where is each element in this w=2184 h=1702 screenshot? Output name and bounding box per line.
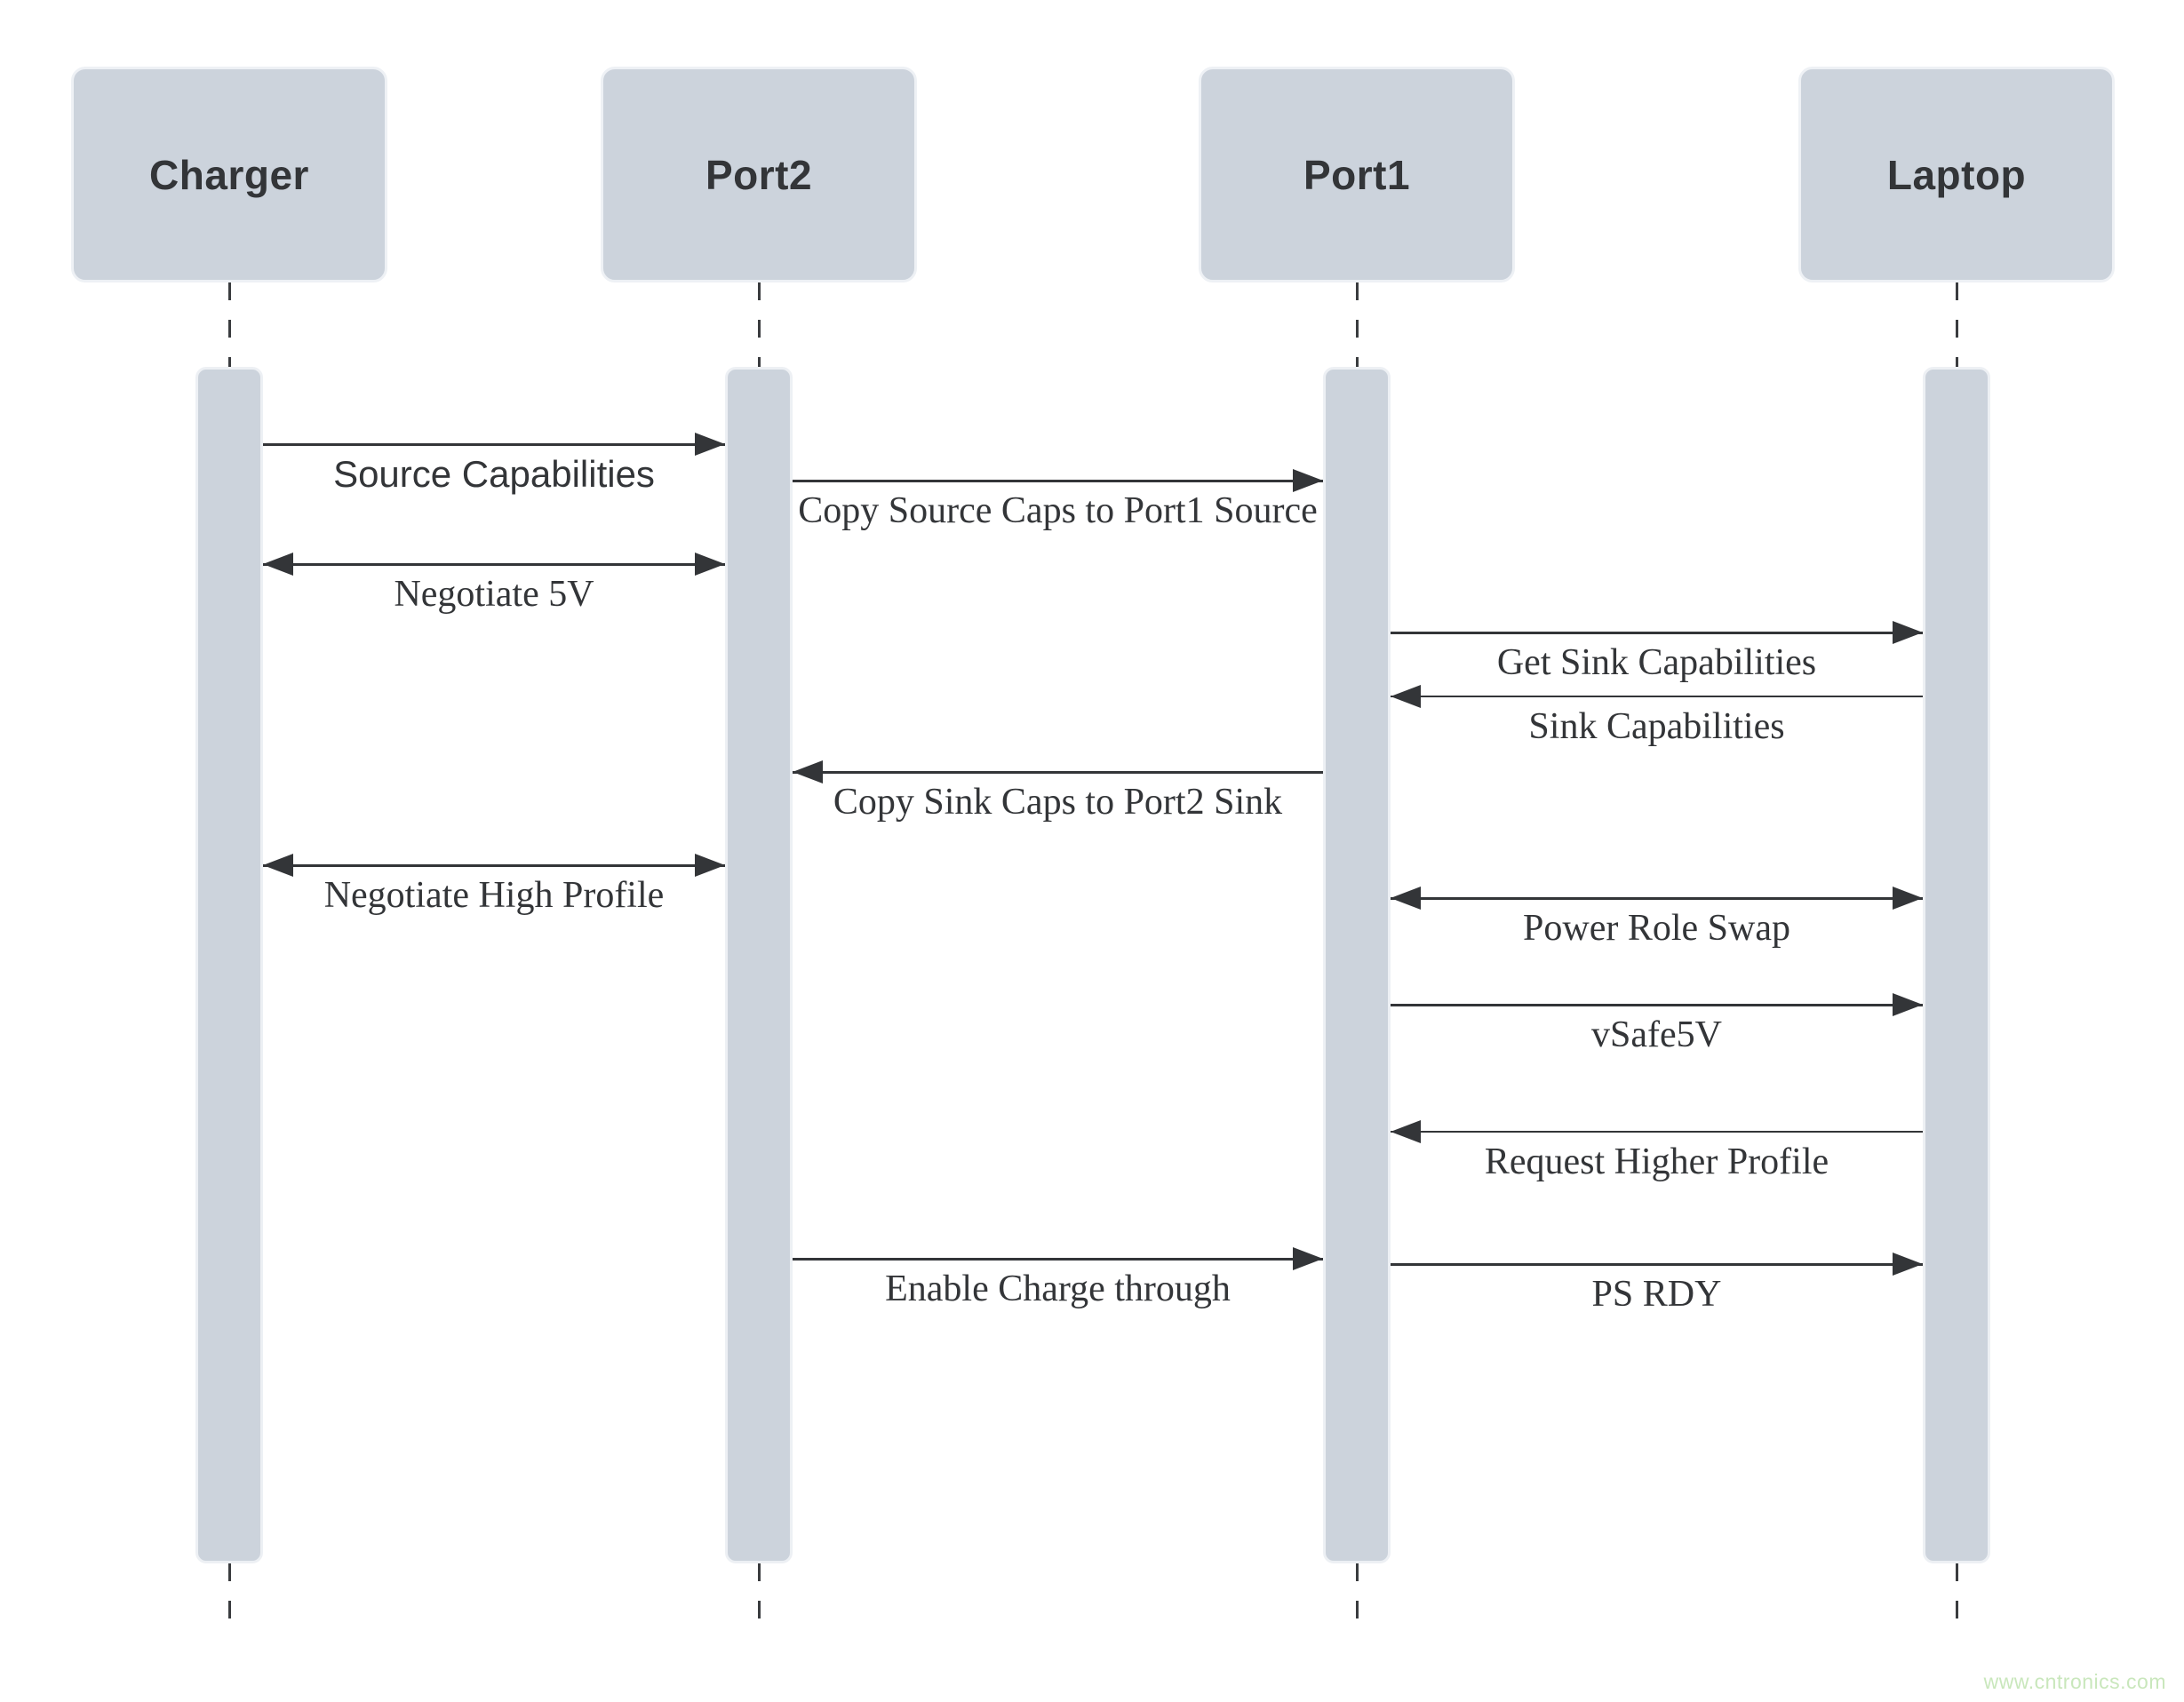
actor-label-port1: Port1	[1303, 151, 1411, 198]
arrowhead-right-icon	[1893, 993, 1923, 1016]
message-label-8: vSafe5V	[1591, 1014, 1722, 1055]
message-line-4	[1391, 696, 1923, 697]
activation-bar-charger	[195, 367, 263, 1563]
arrowhead-left-icon	[263, 854, 293, 877]
actor-box-port2: Port2	[601, 67, 917, 282]
lifeline-top-port1	[1355, 282, 1359, 367]
actor-box-port1: Port1	[1199, 67, 1515, 282]
lifeline-top-charger	[227, 282, 231, 367]
message-label-7: Power Role Swap	[1523, 908, 1790, 949]
message-line-10	[793, 1258, 1323, 1261]
message-label-11: PS RDY	[1591, 1274, 1722, 1315]
activation-bar-laptop	[1923, 367, 1990, 1563]
lifeline-top-port2	[757, 282, 761, 367]
lifeline-bottom-port2	[757, 1563, 761, 1627]
lifeline-bottom-port1	[1355, 1563, 1359, 1627]
message-line-5	[793, 771, 1323, 774]
arrowhead-right-icon	[1893, 887, 1923, 910]
message-label-5: Copy Sink Caps to Port2 Sink	[833, 782, 1283, 823]
arrowhead-right-icon	[1893, 1253, 1923, 1276]
message-line-6	[263, 864, 725, 867]
actor-label-port2: Port2	[705, 151, 813, 198]
message-line-3	[1391, 632, 1923, 634]
message-line-2	[263, 563, 725, 566]
activation-bar-port1	[1323, 367, 1391, 1563]
arrowhead-right-icon	[695, 553, 725, 576]
message-line-9	[1391, 1131, 1923, 1133]
message-line-0	[263, 443, 725, 446]
arrowhead-right-icon	[1293, 469, 1323, 492]
message-label-2: Negotiate 5V	[394, 574, 594, 615]
message-label-4: Sink Capabilities	[1528, 706, 1785, 747]
message-label-1: Copy Source Caps to Port1 Source	[798, 490, 1318, 531]
message-label-0: Source Capabilities	[333, 453, 655, 495]
actor-label-laptop: Laptop	[1886, 151, 2027, 198]
arrowhead-right-icon	[1893, 621, 1923, 644]
activation-bar-port2	[725, 367, 793, 1563]
message-line-8	[1391, 1004, 1923, 1006]
arrowhead-left-icon	[263, 553, 293, 576]
actor-box-laptop: Laptop	[1798, 67, 2115, 282]
arrowhead-right-icon	[695, 854, 725, 877]
actor-box-charger: Charger	[71, 67, 387, 282]
lifeline-top-laptop	[1955, 282, 1958, 367]
message-label-3: Get Sink Capabilities	[1496, 642, 1817, 683]
message-label-9: Request Higher Profile	[1484, 1141, 1829, 1182]
lifeline-bottom-laptop	[1955, 1563, 1958, 1627]
arrowhead-left-icon	[1391, 685, 1421, 708]
watermark: www.cntronics.com	[1983, 1670, 2166, 1693]
actor-label-charger: Charger	[149, 151, 309, 198]
arrowhead-left-icon	[1391, 1120, 1421, 1143]
message-line-11	[1391, 1263, 1923, 1266]
lifeline-bottom-charger	[227, 1563, 231, 1627]
message-line-7	[1391, 897, 1923, 900]
message-line-1	[793, 480, 1323, 482]
arrowhead-left-icon	[1391, 887, 1421, 910]
message-label-6: Negotiate High Profile	[323, 875, 665, 916]
arrowhead-right-icon	[695, 433, 725, 456]
message-label-10: Enable Charge through	[885, 1269, 1231, 1309]
arrowhead-right-icon	[1293, 1247, 1323, 1270]
arrowhead-left-icon	[793, 760, 823, 783]
